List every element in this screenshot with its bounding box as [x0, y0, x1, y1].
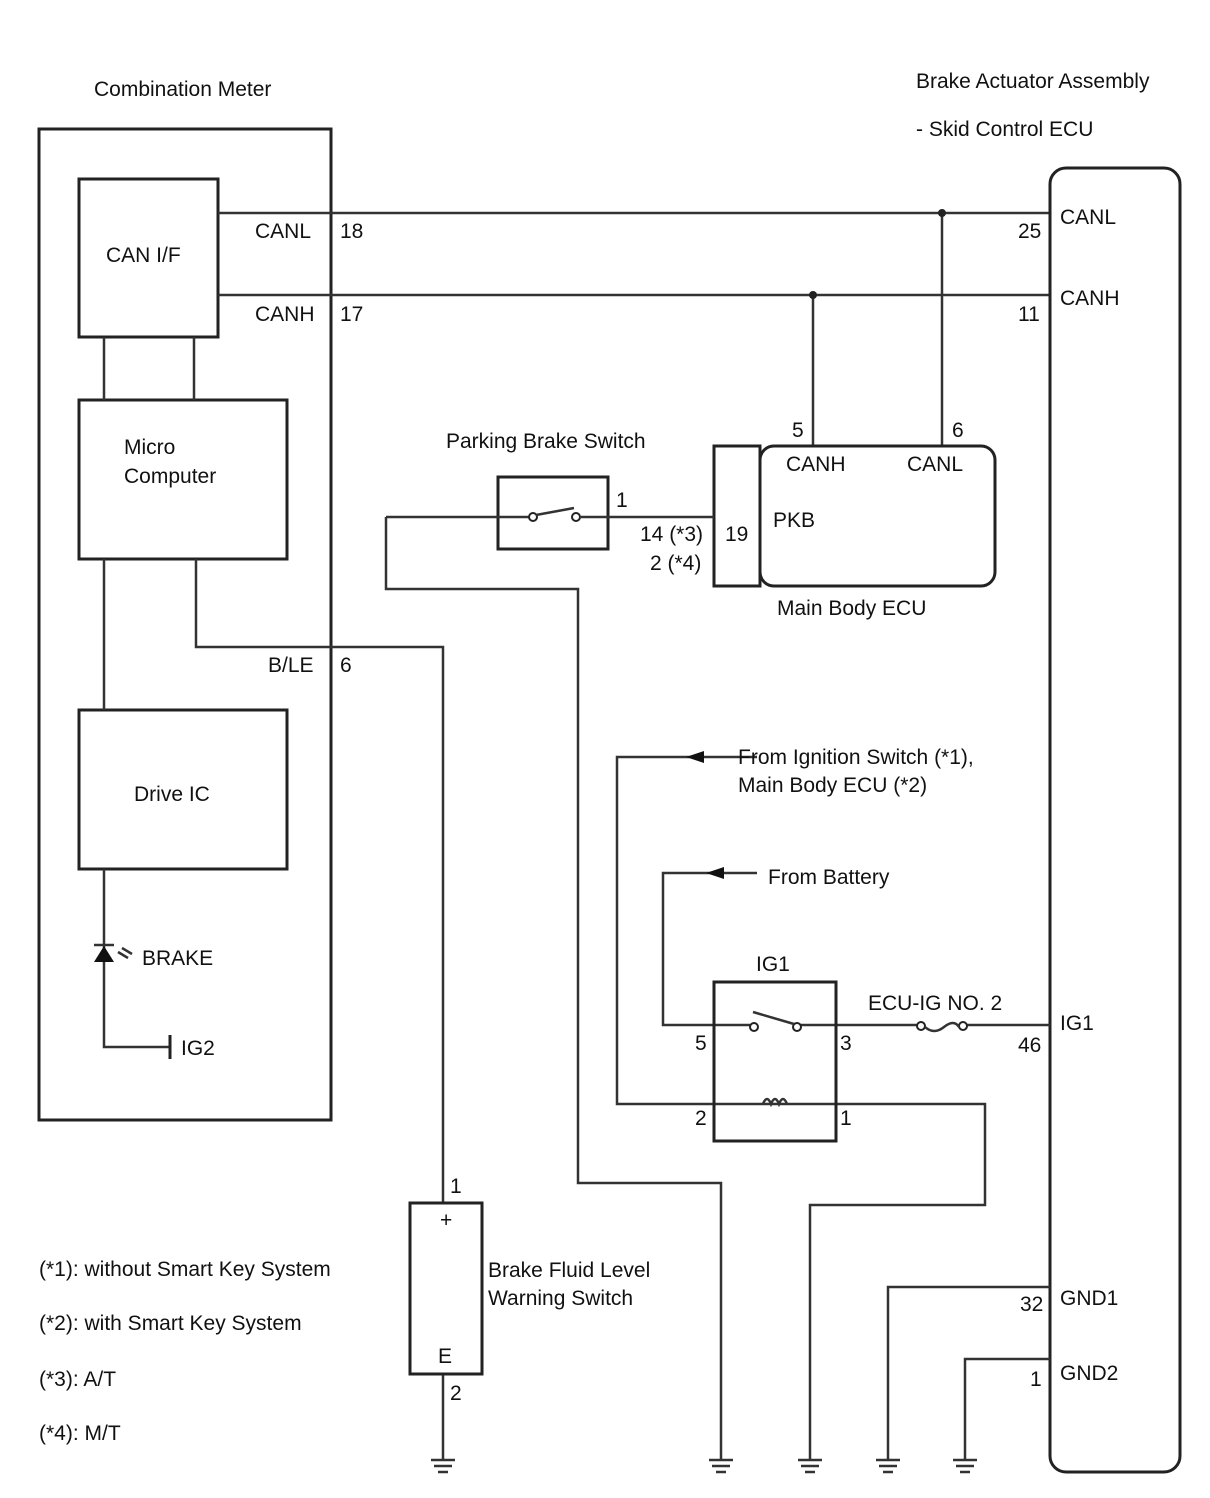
brake-led-icon: [94, 943, 133, 962]
pin-label: From Battery: [768, 866, 890, 889]
pin-label: 19: [725, 523, 748, 546]
micro-label: Micro: [124, 436, 175, 459]
ig2-label: IG2: [181, 1037, 215, 1060]
pin-label: Main Body ECU (*2): [738, 774, 927, 797]
pin-label: +: [440, 1209, 452, 1232]
pin-label: Main Body ECU: [777, 597, 926, 620]
pin-label: CANL: [907, 453, 963, 476]
pin-label: 32: [1020, 1293, 1043, 1316]
micro-computer-box: [77, 398, 289, 561]
arrow-icon: [706, 867, 724, 879]
pin-label: 2 (*4): [650, 552, 701, 575]
pin-label: CANL: [255, 220, 311, 243]
note: (*2): with Smart Key System: [39, 1312, 302, 1335]
pin-label: E: [438, 1345, 452, 1368]
pin-label: CANH: [255, 303, 315, 326]
pin-label: 18: [340, 220, 363, 243]
pin-label: Warning Switch: [488, 1287, 633, 1310]
can-if-label: CAN I/F: [106, 244, 181, 267]
pin-label: CANL: [1060, 206, 1116, 229]
pin-label: IG1: [1060, 1012, 1094, 1035]
switch-icon: [528, 506, 581, 522]
main-body-ecu-connector: [712, 444, 762, 588]
note: (*1): without Smart Key System: [39, 1258, 331, 1281]
pin-label: 46: [1018, 1034, 1041, 1057]
pin-label: 5: [695, 1032, 707, 1055]
pin-label: 1: [1030, 1368, 1042, 1391]
drive-ic-label: Drive IC: [134, 783, 210, 806]
pin-label: 2: [695, 1107, 707, 1130]
ignition-feed-wire: [615, 755, 987, 1460]
junction-dot: [938, 209, 946, 217]
pin-label: 1: [840, 1107, 852, 1130]
pkb-wire: [384, 515, 723, 1460]
pin-label: 25: [1018, 220, 1041, 243]
pin-label: IG1: [756, 953, 790, 976]
pin-label: From Ignition Switch (*1),: [738, 746, 974, 769]
note: (*3): A/T: [39, 1368, 116, 1391]
main-body-ecu-box: [758, 444, 997, 588]
pin-label: 5: [792, 419, 804, 442]
pin-label: CANH: [786, 453, 846, 476]
pin-label: 1: [450, 1175, 462, 1198]
combination-meter-title: Combination Meter: [94, 78, 271, 101]
brake-fluid-level-switch-box: [408, 1201, 484, 1376]
pin-label: 6: [952, 419, 964, 442]
skid-control-ecu-box: [1048, 166, 1182, 1474]
can-if-box: [77, 177, 220, 339]
pin-label: 2: [450, 1382, 462, 1405]
can-bus-wires: [218, 211, 1050, 446]
pin-label: 17: [340, 303, 363, 326]
pin-label: GND1: [1060, 1287, 1118, 1310]
pin-label: 14 (*3): [640, 523, 703, 546]
pin-label: GND2: [1060, 1362, 1118, 1385]
ig1-relay-box: [712, 980, 838, 1143]
ground-wires: [886, 1285, 1050, 1460]
drive-ic-box: [77, 708, 289, 871]
pin-label: CANH: [1060, 287, 1120, 310]
pin-label: Brake Fluid Level: [488, 1259, 650, 1282]
arrow-icon: [686, 751, 704, 763]
pin-label: 3: [840, 1032, 852, 1055]
pin-label: B/LE: [268, 654, 314, 677]
relay-coil-icon: [761, 1097, 789, 1108]
pin-label: PKB: [773, 509, 815, 532]
actuator-title: Brake Actuator Assembly: [916, 70, 1150, 93]
pin-label: 1: [616, 489, 628, 512]
fuse-icon: [916, 1021, 968, 1033]
combination-meter-box: [37, 127, 333, 1122]
ble-wire: [194, 559, 445, 1460]
pin-label: Parking Brake Switch: [446, 430, 646, 453]
brake-label: BRAKE: [142, 947, 213, 970]
meter-internal-wires: [102, 337, 196, 1049]
note: (*4): M/T: [39, 1422, 121, 1445]
pin-label: 11: [1018, 303, 1040, 326]
computer-label: Computer: [124, 465, 216, 488]
ground-icon: [431, 1458, 977, 1474]
relay-switch-icon: [749, 1010, 802, 1032]
pin-label: ECU-IG NO. 2: [868, 992, 1002, 1015]
actuator-subtitle: - Skid Control ECU: [916, 118, 1093, 141]
parking-brake-switch-box: [496, 475, 610, 551]
junction-dot: [809, 291, 817, 299]
pin-label: 6: [340, 654, 352, 677]
